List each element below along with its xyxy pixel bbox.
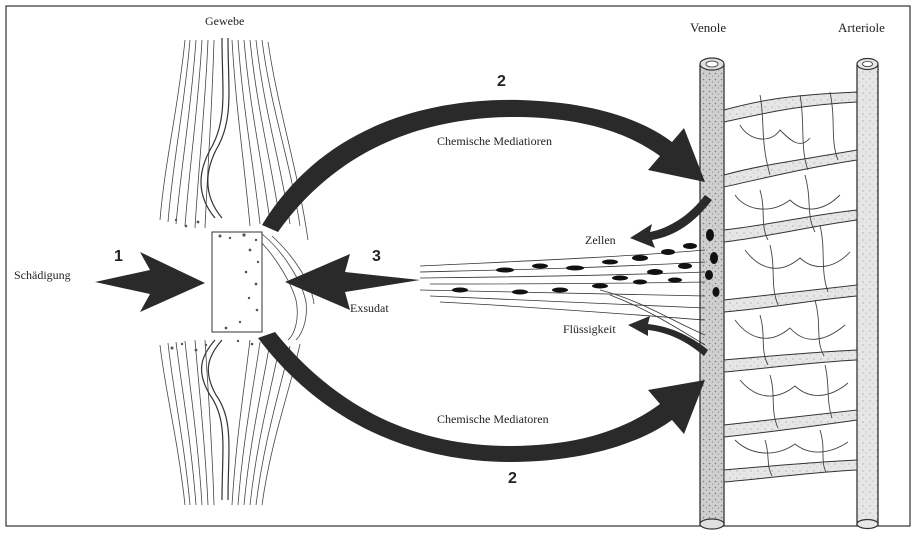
step-number-2-bottom: 2 bbox=[508, 470, 517, 488]
step-number-1: 1 bbox=[114, 248, 123, 266]
label-cells: Zellen bbox=[585, 233, 616, 248]
arteriole bbox=[857, 59, 878, 529]
label-damage: Schädigung bbox=[14, 268, 71, 283]
label-mediators-top: Chemische Mediatioren bbox=[437, 134, 552, 149]
label-venule: Venole bbox=[690, 20, 726, 36]
step-number-2-top: 2 bbox=[497, 73, 506, 91]
label-fluid: Flüssigkeit bbox=[563, 322, 616, 337]
venule bbox=[700, 58, 724, 529]
label-tissue: Gewebe bbox=[205, 14, 244, 29]
step-number-3: 3 bbox=[372, 248, 381, 266]
label-mediators-bottom: Chemische Mediatoren bbox=[437, 412, 549, 427]
label-arteriole: Arteriole bbox=[838, 20, 885, 36]
label-exudate: Exsudat bbox=[350, 301, 389, 316]
